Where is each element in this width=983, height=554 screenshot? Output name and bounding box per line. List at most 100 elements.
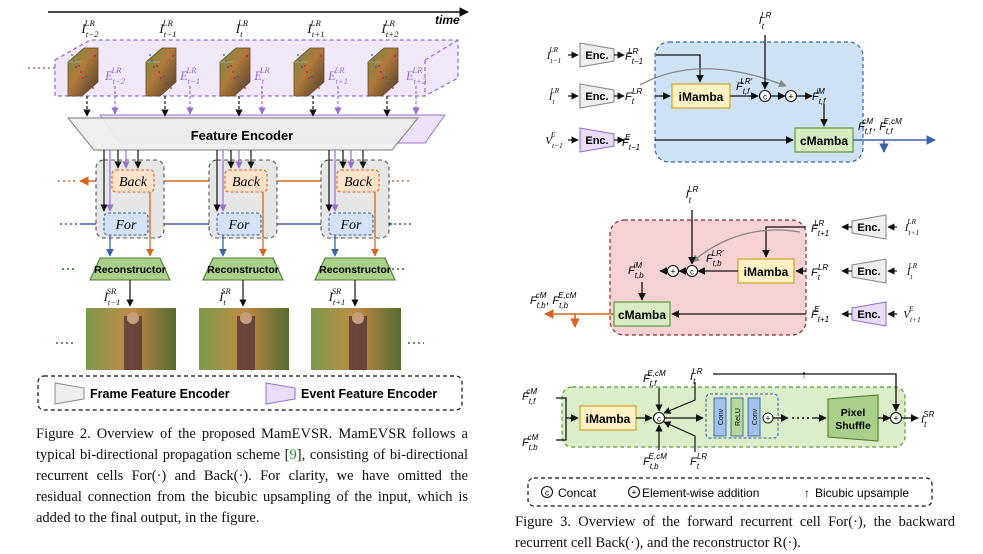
- up-legend-label: Bicubic upsample: [815, 486, 909, 500]
- event-frames: [67, 47, 399, 97]
- forward-cur-feature-label: FtLR: [625, 87, 642, 106]
- backward-add-symbol: +: [670, 267, 675, 277]
- reconstructor-input-label-bottom: FtLR: [690, 452, 707, 471]
- conv-2-label: Conv: [752, 408, 759, 425]
- input-label-2: ItLR: [235, 18, 249, 39]
- for-label-1: For: [228, 218, 251, 233]
- final-add-symbol: +: [893, 414, 898, 424]
- forward-imamba-out-label: Ft,fLR′: [736, 77, 753, 96]
- back-label-1: Back: [232, 175, 261, 190]
- backward-cur-feature-label: FtLR: [811, 263, 828, 282]
- forward-add-symbol: +: [788, 92, 793, 102]
- output-label-2: It+1SR: [328, 286, 346, 307]
- event-encoder-legend-icon: [265, 382, 296, 405]
- event-label-4: Et+2LR: [405, 65, 427, 86]
- forward-concat-node: [758, 89, 772, 103]
- time-label: time: [435, 13, 460, 27]
- backward-input-label: ItLR: [686, 185, 699, 205]
- bicubic-skip-path: [713, 373, 900, 412]
- for-cell-0: [103, 212, 149, 236]
- backward-im-label: Ft,biM: [628, 261, 644, 280]
- forward-encoder-event: [579, 127, 615, 153]
- reconstructor-input-bracket: [556, 397, 567, 441]
- reconstructor-input-in-bottom: [663, 421, 696, 452]
- res-add-symbol: +: [765, 414, 770, 424]
- backward-concat-symbol: c: [690, 268, 694, 277]
- concat-legend-symbol: c: [545, 489, 549, 498]
- forward-encoder-prev-input-label: It−1LR: [546, 45, 562, 65]
- backward-encoder-next-label: Enc.: [857, 222, 880, 234]
- backward-add-node: [666, 264, 680, 278]
- input-label-4: It+2LR: [380, 18, 399, 39]
- output-label-1: ItSR: [218, 286, 231, 307]
- reconstructor-module: iMamba c Conv ReLU Conv + Pixel Shuffle …: [522, 367, 935, 507]
- forward-encoder-event-input-label: Vt−1E: [545, 130, 563, 150]
- output-image-head-1: [240, 312, 252, 324]
- output-image-figure-1: [237, 316, 255, 370]
- event-label-1: Et−1LR: [179, 65, 200, 86]
- forward-residual-arc: [639, 68, 787, 88]
- forward-input-label: ItLR: [759, 11, 772, 31]
- relu-label: ReLU: [735, 408, 742, 426]
- backward-event-feature-label: Ft+1E: [811, 305, 829, 324]
- backward-encoder-next-input-label: It+1LR: [904, 217, 920, 237]
- reconstructor-concat-node: [652, 411, 666, 425]
- reconstructor-label-2: Reconstructor: [319, 264, 391, 276]
- legend-box: [37, 375, 463, 411]
- back-label-2: Back: [344, 175, 373, 190]
- backward-next-feature-to-imamba: [762, 226, 806, 258]
- concat-legend-label: Concat: [558, 486, 597, 500]
- reconstructor-concat-symbol: c: [657, 415, 661, 424]
- forward-encoder-event-label: Enc.: [585, 135, 608, 147]
- forward-cmamba-label: cMamba: [800, 134, 848, 148]
- backward-imamba-block: [737, 258, 795, 284]
- citation-link[interactable]: 9: [289, 447, 297, 463]
- input-to-encoder-arrows: [83, 86, 420, 117]
- forward-im-label: Ft,fiM: [812, 87, 826, 106]
- back-cell-1: [224, 169, 268, 193]
- final-add-node: [889, 411, 903, 425]
- pixel-shuffle-block: [827, 394, 879, 442]
- output-image-head-2: [352, 312, 364, 324]
- figure-2: time It−2LR It−1LR ItLR It+1LR It+2LR Et−2LR…: [28, 7, 469, 411]
- fig3-legend-box: [527, 477, 933, 507]
- backward-encoder-cur: [851, 258, 887, 284]
- figure-2-caption-suffix: ], consisting of bi-directional recurren…: [36, 447, 468, 526]
- output-label-0: It−1SR: [103, 286, 121, 307]
- input-labels: It−2LR It−1LR ItLR It+1LR It+2LR: [80, 18, 399, 39]
- input-label-3: It+1LR: [306, 18, 324, 39]
- back-label-0: Back: [119, 175, 148, 190]
- input-label-1: It−1LR: [158, 18, 176, 39]
- backward-imamba-label: iMamba: [744, 265, 789, 279]
- feature-encoder-label: Feature Encoder: [191, 128, 294, 143]
- backward-encoder-event: [851, 301, 887, 327]
- residual-block-frame: [705, 393, 779, 439]
- figure-3-caption: Figure 3. Overview of the forward recurr…: [515, 514, 955, 551]
- frame-encoder-legend-icon: [54, 382, 85, 405]
- backward-encoder-event-input-label: Vt+1E: [903, 304, 921, 324]
- input-label-0: It−2LR: [80, 18, 99, 39]
- up-legend-symbol: ↑: [804, 486, 810, 500]
- forward-concat-symbol: c: [763, 93, 767, 102]
- reconstructor-input-in: [663, 382, 696, 414]
- figure-2-caption: Figure 2. Overview of the proposed MamEV…: [36, 424, 468, 529]
- backward-next-feature-label: Ft+1LR: [811, 219, 829, 238]
- output-image-figure-2: [349, 316, 367, 370]
- back-cell-0: [111, 169, 155, 193]
- forward-encoder-cur-input-label: ItLR: [548, 86, 560, 106]
- for-cell-2: [328, 212, 374, 236]
- frame-feature-encoder-shape: [66, 117, 420, 151]
- forward-encoder-prev: [579, 42, 615, 68]
- conv-1-label: Conv: [718, 408, 725, 425]
- event-encoder-legend-label: Event Feature Encoder: [301, 387, 437, 401]
- input-frame-0: [67, 47, 99, 97]
- pixel-shuffle-label-1: Pixel: [841, 407, 866, 419]
- conv-layer-1: [713, 397, 727, 437]
- reconstructor-label-0: Reconstructor: [94, 264, 166, 276]
- backward-output-label: Ft,bcM, Ft,bE,cM: [530, 291, 577, 310]
- forward-prev-feature-to-imamba: [656, 54, 704, 83]
